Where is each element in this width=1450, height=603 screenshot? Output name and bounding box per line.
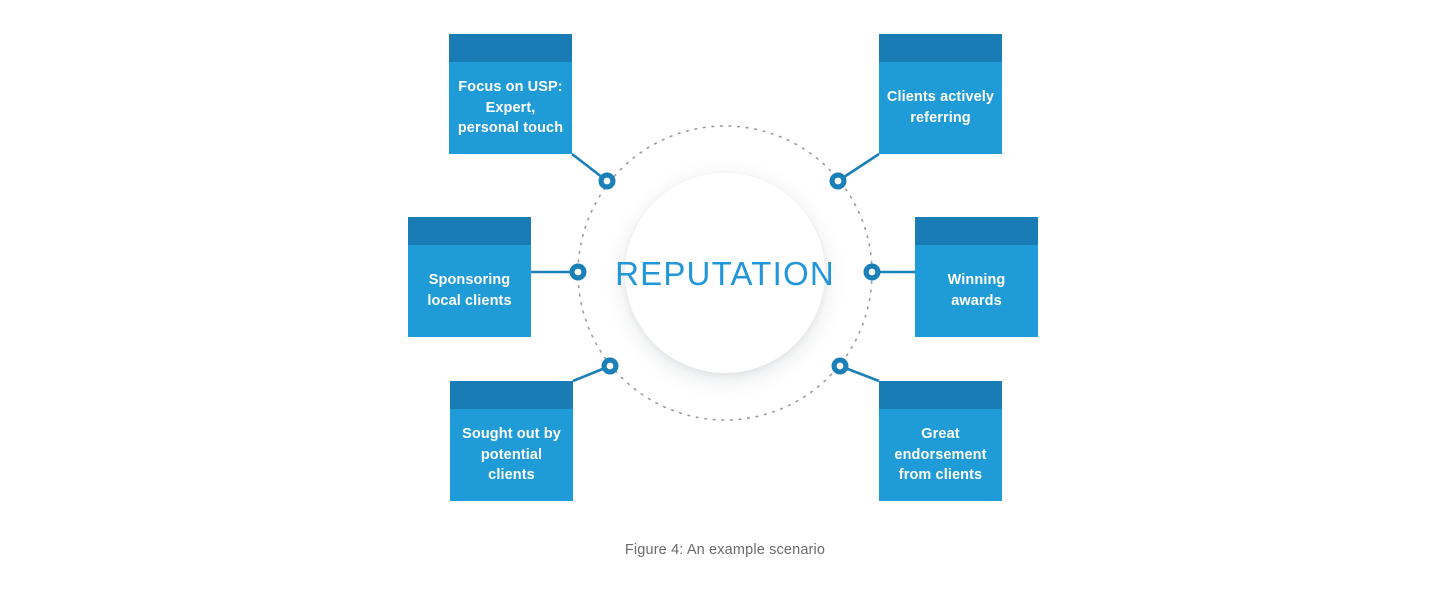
orbit-node-clients-referring[interactable] <box>829 172 847 190</box>
node-box-body: Sponsoring local clients <box>408 245 531 337</box>
orbit-node-sought-out[interactable] <box>601 357 619 375</box>
node-box-body: Clients actively referring <box>879 62 1002 154</box>
node-box-great-endorsement[interactable]: Great endorsement from clients <box>879 381 1002 501</box>
node-box-header-band <box>915 217 1038 245</box>
center-hub-circle: REPUTATION <box>615 173 834 373</box>
node-box-label: Clients actively referring <box>886 89 995 126</box>
orbit-node-winning-awards[interactable] <box>863 263 881 281</box>
node-box-label: Great endorsement from clients <box>894 426 987 484</box>
node-box-focus-usp[interactable]: Focus on USP: Expert, personal touch <box>449 34 572 154</box>
orbit-node-sponsoring[interactable] <box>569 263 587 281</box>
node-box-header-band <box>449 34 572 62</box>
node-box-label: Sought out by potential clients <box>462 426 561 484</box>
node-box-clients-referring[interactable]: Clients actively referring <box>879 34 1002 154</box>
node-box-body: Winning awards <box>915 245 1038 337</box>
node-box-sought-out[interactable]: Sought out by potential clients <box>450 381 573 501</box>
node-box-header-band <box>450 381 573 409</box>
orbit-node-focus-usp[interactable] <box>598 172 616 190</box>
node-box-body: Focus on USP: Expert, personal touch <box>449 62 572 154</box>
node-box-header-band <box>879 381 1002 409</box>
figure-caption: Figure 4: An example scenario <box>624 542 826 558</box>
node-box-body: Sought out by potential clients <box>450 409 573 501</box>
node-box-header-band <box>408 217 531 245</box>
node-box-sponsoring[interactable]: Sponsoring local clients <box>408 217 531 337</box>
node-box-label: Winning awards <box>947 272 1006 309</box>
node-box-winning-awards[interactable]: Winning awards <box>915 217 1038 337</box>
orbit-node-great-endorsement[interactable] <box>831 357 849 375</box>
node-box-label: Sponsoring local clients <box>427 272 512 309</box>
node-box-header-band <box>879 34 1002 62</box>
node-box-label: Focus on USP: Expert, personal touch <box>457 79 564 137</box>
node-box-body: Great endorsement from clients <box>879 409 1002 501</box>
center-hub-label: REPUTATION <box>615 254 835 292</box>
